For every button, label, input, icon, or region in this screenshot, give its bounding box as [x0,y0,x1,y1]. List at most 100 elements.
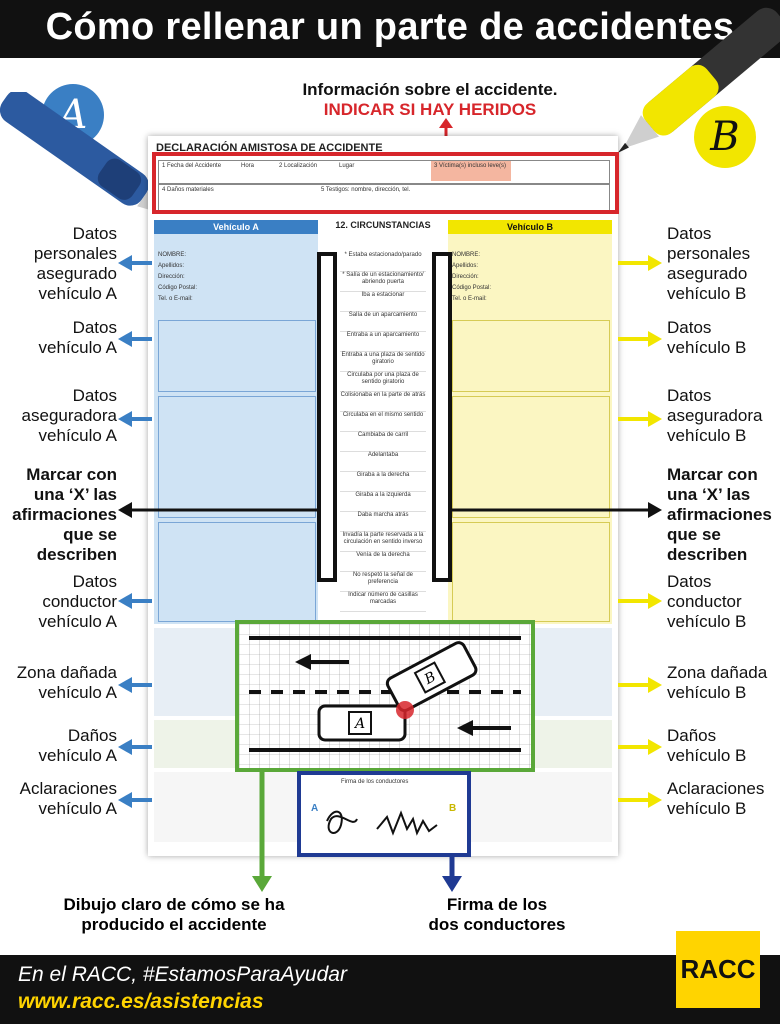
circumstance-item: No respetó la señal de preferencia [340,572,426,592]
vehicle-a-insurer-box [158,396,316,518]
form-row1-place: Lugar [339,163,355,169]
form-row2-damages: 4 Daños materiales [162,187,214,193]
vehicle-b-heading: Vehículo B [448,220,612,234]
circumstance-item: Circulaba en el mismo sentido [340,412,426,432]
left-label-0: Datos personales asegurado vehículo A [33,224,117,303]
right-arrow-head-icon-3 [648,502,662,518]
right-arrow-head-icon-7 [648,792,662,808]
circumstance-item: Circulaba por una plaza de sentido girat… [340,372,426,392]
left-arrow-head-icon-3 [118,502,132,518]
field-postcode: Código Postal: [452,285,492,291]
left-label-2: Datos aseguradora vehículo A [21,386,117,445]
field-address: Dirección: [452,274,479,280]
circumstance-item: Indicar número de casillas marcadas [340,592,426,612]
right-arrow-head-icon-1 [648,331,662,347]
vehicle-a-fields: NOMBRE: Apellidos: Dirección: Código Pos… [158,250,197,305]
right-arrow-head-icon-4 [648,593,662,609]
header-info-line2: INDICAR SI HAY HERIDOS [323,100,537,119]
form-title: DECLARACIÓN AMISTOSA DE ACCIDENTE [156,142,383,154]
left-label-1: Datos vehículo A [38,318,117,357]
left-label-5: Zona dañada vehículo A [16,663,117,702]
left-label-6: Daños vehículo A [38,726,117,765]
circumstance-item: Invadía la parte reservada a la circulac… [340,532,426,552]
page-title: Cómo rellenar un parte de accidentes [45,6,735,48]
right-label-0: Datos personales asegurado vehículo B [667,224,751,303]
right-arrow-head-icon-0 [648,255,662,271]
field-surname: Apellidos: [158,263,185,269]
right-label-4: Datos conductor vehículo B [667,572,747,631]
left-arrow-head-icon-6 [118,739,132,755]
right-label-7: Aclaraciones vehículo B [667,779,765,818]
circumstance-item: Iba a estacionar [340,292,426,312]
right-label-1: Datos vehículo B [667,318,747,357]
circumstance-item: Entraba a una plaza de sentido giratorio [340,352,426,372]
field-phone: Tel. o E-mail: [452,296,487,302]
circumstances-list: * Estaba estacionado/parado* Salía de un… [340,252,426,612]
left-arrow-head-icon-4 [118,593,132,609]
circumstance-item: * Estaba estacionado/parado [340,252,426,272]
title-banner [0,0,780,58]
circumstance-item: Giraba a la izquierda [340,492,426,512]
right-label-2: Datos aseguradora vehículo B [667,386,763,445]
form-row1-location: 2 Localización [279,163,318,169]
circumstance-item: Giraba a la derecha [340,472,426,492]
field-phone: Tel. o E-mail: [158,296,193,302]
left-label-7: Aclaraciones vehículo A [19,779,117,818]
circumstances-column: 12. CIRCUNSTANCIAS * Estaba estacionado/… [318,220,448,624]
right-label-6: Daños vehículo B [667,726,747,765]
left-arrow-head-icon-0 [118,255,132,271]
right-arrow-head-icon-5 [648,677,662,693]
footer-banner [0,955,780,1024]
circumstance-item: Colisionaba en la parte de atrás [340,392,426,412]
left-arrow-head-icon-2 [118,411,132,427]
vehicle-b-insurer-box [452,396,610,518]
circumstances-heading: 12. CIRCUNSTANCIAS [335,220,431,230]
left-arrow-head-icon-7 [118,792,132,808]
vehicle-a-vehicle-box [158,320,316,392]
circumstance-item: * Salía de un estacionamiento/ abriendo … [340,272,426,292]
signatures-box-title: Firma de los conductores [341,779,409,785]
field-address: Dirección: [158,274,185,280]
vehicle-b-fields: NOMBRE: Apellidos: Dirección: Código Pos… [452,250,491,305]
form-row1-victims: 3 Víctima(s) incluso leve(s) [434,163,507,169]
circumstance-item: Cambiaba de carril [340,432,426,452]
form-row1-time: Hora [241,163,255,169]
field-name: NOMBRE: [452,252,481,258]
signatures-callout: Firma de los dos conductores [428,895,566,934]
circumstance-item: Entraba a un aparcamiento [340,332,426,352]
signatures-icon: A B [311,803,456,836]
footer-link[interactable]: www.racc.es/asistencias [18,990,264,1013]
svg-text:B: B [449,803,456,814]
right-label-3: Marcar con una ‘X’ las afirmaciones que … [667,465,772,564]
right-arrow-head-icon-6 [648,739,662,755]
field-name: NOMBRE: [158,252,187,258]
racc-logo: RACC [676,931,760,1008]
form-row2-witnesses: 5 Testigos: nombre, dirección, tel. [321,187,411,193]
vehicle-a-column: Vehículo A NOMBRE: Apellidos: Dirección:… [154,220,318,624]
vehicle-b-vehicle-box [452,320,610,392]
accident-sketch-box: A B [235,620,535,772]
checkbox-column-b [432,252,452,582]
drawing-callout: Dibujo claro de cómo se ha producido el … [63,895,285,934]
vehicle-b-badge: B [694,106,756,168]
svg-text:A: A [353,716,365,732]
field-surname: Apellidos: [452,263,479,269]
right-arrow-head-icon-2 [648,411,662,427]
left-arrow-head-icon-1 [118,331,132,347]
left-label-3: Marcar con una ‘X’ las afirmaciones que … [12,465,117,564]
footer-tagline: En el RACC, #EstamosParaAyudar [18,963,347,986]
circumstance-item: Daba marcha atrás [340,512,426,532]
checkbox-column-a [317,252,337,582]
form-row1-date: 1 Fecha del Accidente [162,163,222,169]
left-arrow-head-icon-5 [118,677,132,693]
right-label-5: Zona dañada vehículo B [667,663,768,702]
signatures-box: Firma de los conductores A B [297,771,471,857]
field-postcode: Código Postal: [158,285,198,291]
accident-sketch-icon: A B [239,624,531,768]
accident-info-highlight [152,152,619,214]
form-row1: 1 Fecha del Accidente Hora 2 Localizació… [158,160,610,184]
circumstance-item: Salía de un aparcamiento [340,312,426,332]
circumstance-item: Venía de la derecha [340,552,426,572]
